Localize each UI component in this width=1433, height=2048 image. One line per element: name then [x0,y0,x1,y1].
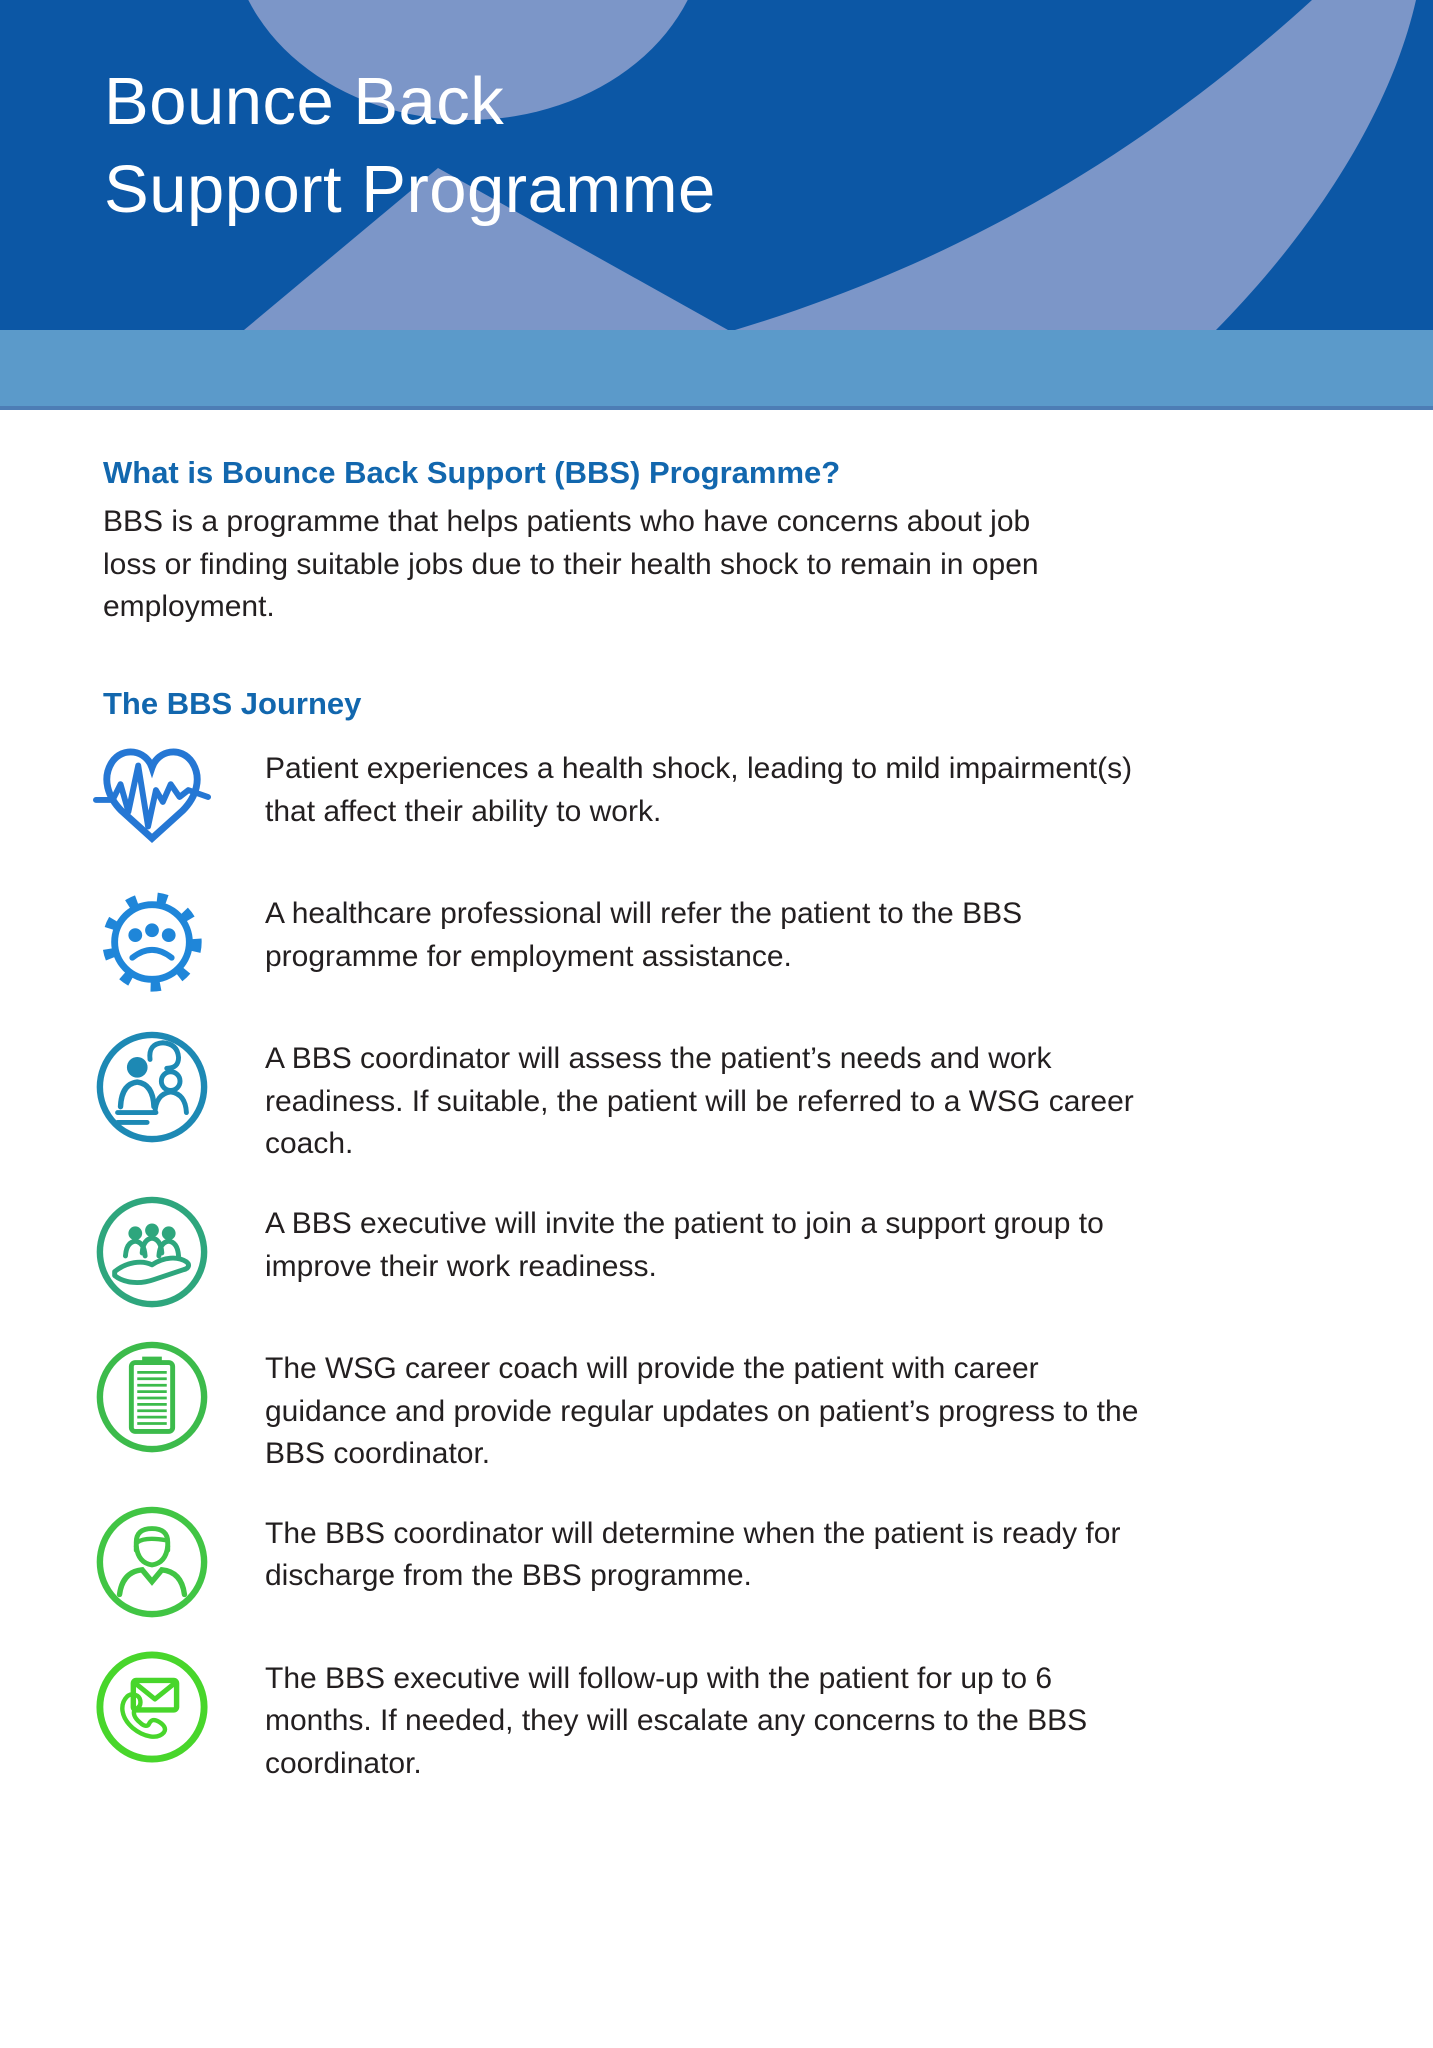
journey-step-text: A BBS coordinator will assess the patien… [265,1042,1134,1161]
header-band [0,330,1433,410]
journey-step-career-guidance: The WSG career coach will provide the pa… [96,1338,1343,1476]
journey-step-assessment: A BBS coordinator will assess the patien… [96,1028,1343,1166]
header-decoration [0,0,1433,330]
journey-step-text: The WSG career coach will provide the pa… [265,1351,1139,1471]
journey-step-referral: A healthcare professional will refer the… [102,883,1343,1001]
page-title: Bounce Back Support Programme [104,64,716,227]
intro-body: BBS is a programme that helps patients w… [103,505,1039,624]
journey-heading: The BBS Journey [103,685,362,721]
main-content: What is Bounce Back Support (BBS) Progra… [0,410,1433,1786]
heartbeat-heart-icon [87,738,217,856]
header-banner: Bounce Back Support Programme [0,0,1433,330]
journey-step-follow-up: The BBS executive will follow-up with th… [96,1648,1343,1786]
phone-mail-icon [87,1648,217,1766]
journey-step-discharge: The BBS coordinator will determine when … [96,1503,1343,1621]
clipboard-report-icon [87,1338,217,1456]
person-icon [87,1503,217,1621]
intro-heading: What is Bounce Back Support (BBS) Progra… [103,455,841,490]
journey-steps: Patient experiences a health shock, lead… [93,738,1343,1786]
support-group-hand-icon [87,1193,217,1311]
journey-step-text: The BBS executive will follow-up with th… [265,1661,1088,1780]
journey-step-text: The BBS coordinator will determine when … [265,1516,1121,1593]
journey-step-text: A BBS executive will invite the patient … [265,1206,1104,1283]
journey-step-health-shock: Patient experiences a health shock, lead… [93,738,1343,856]
journey-step-text: Patient experiences a health shock, lead… [265,752,1133,828]
counselling-people-icon [87,1028,217,1146]
journey-step-text: A healthcare professional will refer the… [265,897,1023,973]
gear-people-icon [87,883,217,1001]
journey-step-support-group: A BBS executive will invite the patient … [96,1193,1343,1311]
